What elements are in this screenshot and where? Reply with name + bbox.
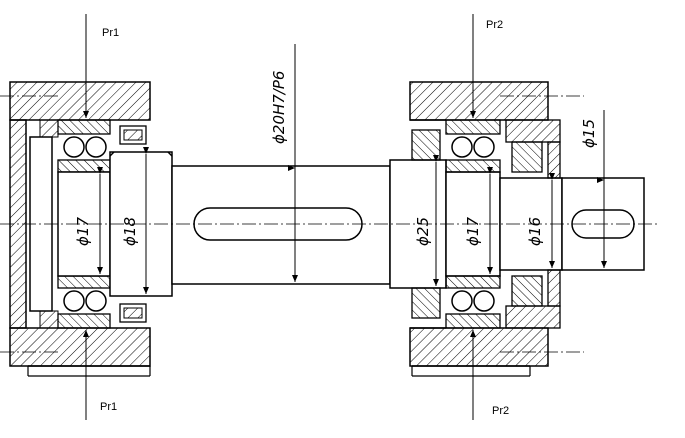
dim-right-collar: ϕ25 [414, 217, 432, 246]
right-bearing-bottom [445, 275, 501, 329]
load-label-top-left: Pr1 [102, 27, 119, 39]
dim-right-bearing-bore: ϕ17 [464, 217, 482, 246]
right-seals [411, 129, 543, 319]
dim-left-bearing-bore: ϕ17 [74, 217, 92, 246]
dim-right-journal: ϕ16 [526, 217, 544, 246]
load-label-bottom-right: Pr2 [492, 405, 509, 417]
dim-fit-center: ϕ20H7/P6 [270, 71, 288, 144]
right-housing [409, 81, 561, 377]
right-bearing-top [445, 119, 501, 173]
dimension-lines [97, 44, 607, 294]
load-label-bottom-left: Pr1 [100, 401, 117, 413]
load-label-top-right: Pr2 [486, 19, 503, 31]
left-bearing-top [57, 119, 111, 173]
left-bearing-bottom [57, 275, 111, 329]
dim-left-journal: ϕ18 [121, 217, 139, 246]
load-arrows [83, 14, 476, 420]
dim-shaft-end: ϕ15 [580, 119, 598, 148]
left-seals [119, 125, 147, 323]
